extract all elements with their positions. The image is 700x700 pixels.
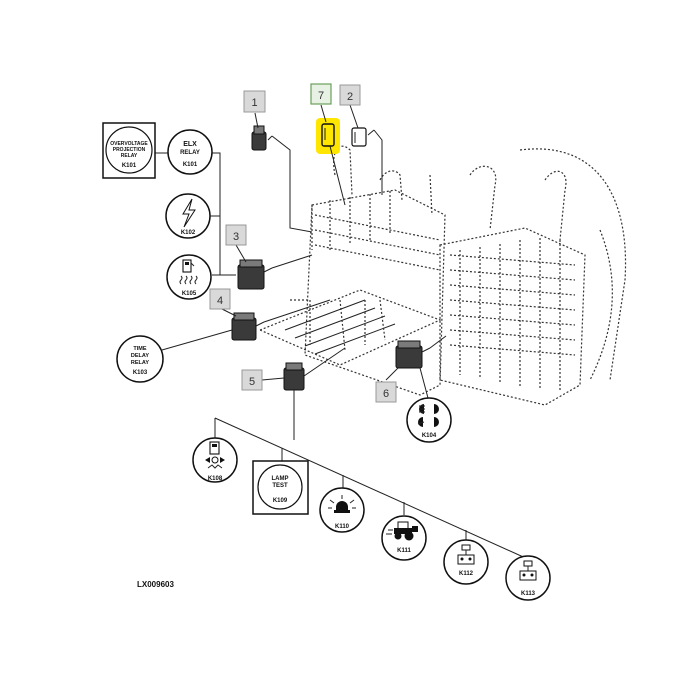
part-6-relay bbox=[395, 340, 431, 369]
part-2-fuse bbox=[351, 127, 375, 147]
svg-text:K112: K112 bbox=[459, 571, 474, 577]
fuel-pump-icon bbox=[205, 441, 225, 469]
part-3-relay bbox=[237, 259, 273, 290]
k101-overvoltage-symbol: OVERVOLTAGE PROJECTION RELAY K101 bbox=[102, 122, 156, 179]
svg-text:5: 5 bbox=[249, 376, 255, 388]
svg-text:K101: K101 bbox=[122, 163, 137, 169]
callout-2: 2 bbox=[339, 84, 361, 106]
svg-text:1: 1 bbox=[251, 97, 257, 109]
k102-symbol: K102 bbox=[165, 193, 211, 239]
lightning-icon bbox=[182, 198, 196, 228]
tractor-icon bbox=[386, 521, 418, 541]
k113-symbol: K113 bbox=[505, 555, 551, 601]
svg-text:3: 3 bbox=[233, 231, 239, 243]
part-4-relay bbox=[231, 312, 265, 341]
svg-text:6: 6 bbox=[383, 388, 389, 400]
part-1-fuse bbox=[251, 125, 273, 151]
svg-text:K105: K105 bbox=[182, 291, 197, 297]
k101-elx-relay-symbol: ELX RELAY K101 bbox=[167, 129, 213, 175]
svg-text:OVERVOLTAGE: OVERVOLTAGE bbox=[110, 141, 148, 147]
svg-text:LAMP: LAMP bbox=[272, 476, 289, 482]
svg-text:4: 4 bbox=[217, 295, 223, 307]
svg-text:K111: K111 bbox=[397, 548, 411, 554]
svg-text:K101: K101 bbox=[183, 162, 198, 168]
svg-text:TEST: TEST bbox=[272, 483, 288, 489]
drawing-id: LX009603 bbox=[137, 580, 174, 589]
k103-time-delay-relay-symbol: TIME DELAY RELAY K103 bbox=[116, 335, 164, 383]
svg-text:RELAY: RELAY bbox=[121, 153, 138, 159]
k109-lamp-test-symbol: LAMP TEST K109 bbox=[252, 460, 309, 515]
beacon-icon bbox=[328, 495, 356, 513]
k108-symbol: K108 bbox=[192, 437, 238, 483]
callout-6: 6 bbox=[375, 381, 397, 403]
k110-symbol: K110 bbox=[319, 487, 365, 533]
k105-symbol: K105 bbox=[166, 254, 212, 300]
k111-symbol: K111 bbox=[381, 515, 427, 561]
svg-text:PROJECTION: PROJECTION bbox=[113, 147, 146, 153]
svg-text:K109: K109 bbox=[273, 498, 288, 504]
svg-text:K110: K110 bbox=[335, 524, 350, 530]
part-5-relay bbox=[283, 362, 305, 391]
callout-1: 1 bbox=[243, 90, 266, 113]
part-7-fuse[interactable] bbox=[316, 118, 340, 154]
fuse-box-assembly bbox=[258, 145, 627, 406]
fuel-heater-icon bbox=[179, 259, 198, 285]
svg-text:K104: K104 bbox=[422, 433, 437, 439]
svg-text:2: 2 bbox=[347, 91, 353, 103]
svg-text:7: 7 bbox=[318, 90, 324, 102]
hitch-icon bbox=[519, 560, 537, 581]
svg-text:RELAY: RELAY bbox=[131, 360, 149, 366]
hitch-icon bbox=[457, 544, 475, 565]
headlamp-icon bbox=[417, 404, 439, 427]
k104-symbol: K104 bbox=[406, 397, 452, 443]
svg-text:K102: K102 bbox=[181, 230, 196, 236]
svg-text:TIME: TIME bbox=[133, 346, 146, 352]
svg-text:DELAY: DELAY bbox=[131, 353, 149, 359]
k112-symbol: K112 bbox=[443, 539, 489, 585]
callout-5: 5 bbox=[241, 369, 263, 391]
svg-text:ELX: ELX bbox=[183, 141, 197, 148]
svg-text:K108: K108 bbox=[208, 476, 223, 482]
callout-3: 3 bbox=[225, 224, 247, 246]
svg-text:K113: K113 bbox=[521, 591, 536, 597]
callout-4: 4 bbox=[209, 288, 231, 310]
svg-text:K103: K103 bbox=[133, 370, 148, 376]
callout-7[interactable]: 7 bbox=[310, 83, 332, 105]
svg-text:RELAY: RELAY bbox=[180, 150, 200, 156]
